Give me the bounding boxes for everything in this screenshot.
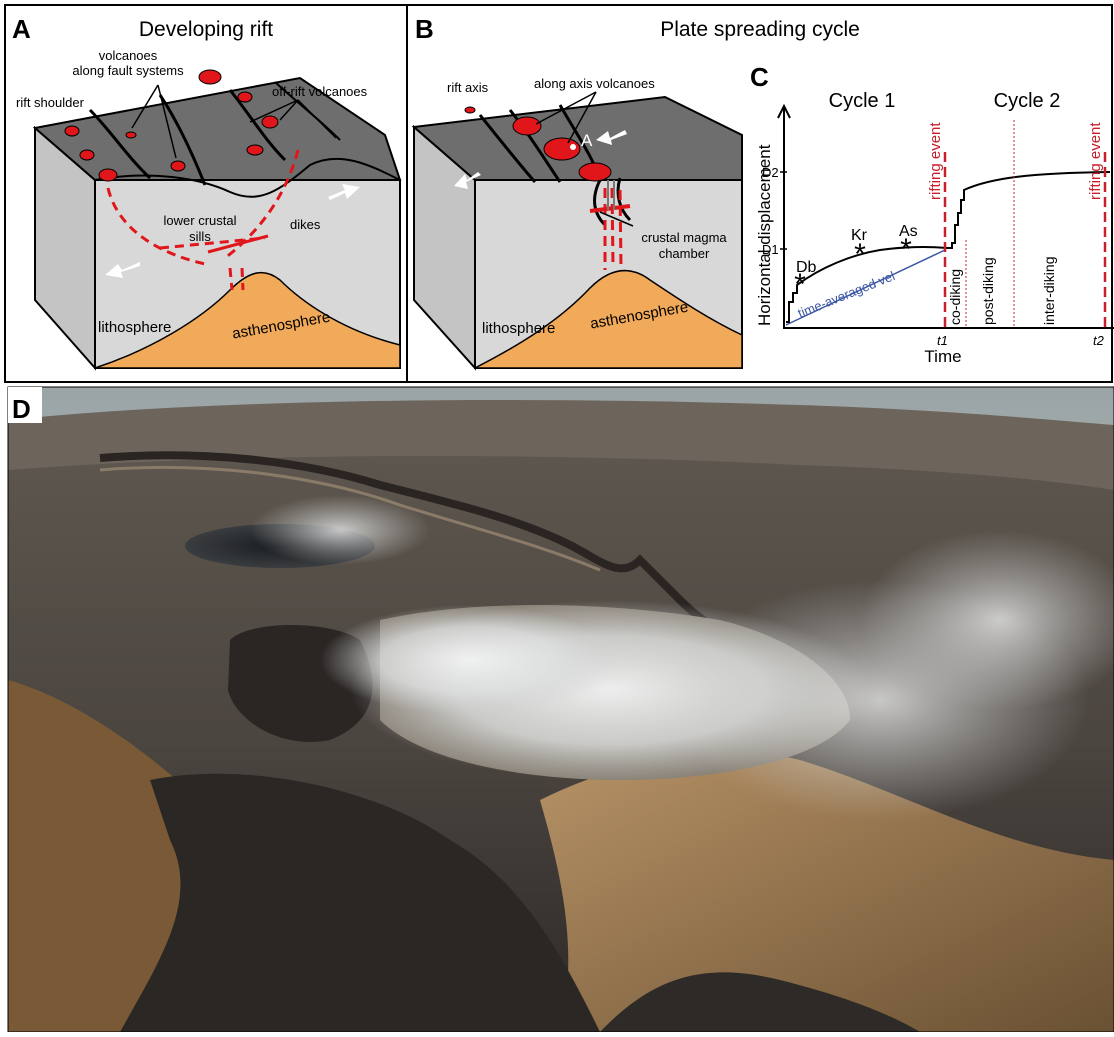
panel-b-rift-axis-label: rift axis — [447, 80, 489, 95]
panel-a-lower-crustal-label: lower crustal — [164, 213, 237, 228]
panel-c-station-as-star: * — [900, 233, 912, 266]
panel-c-station-as: As — [899, 223, 918, 240]
panel-c-d2-label: D2 — [762, 165, 779, 180]
panel-a-volcanoes-label-1: volcanoes — [99, 48, 158, 63]
panel-d-letter: D — [12, 394, 31, 424]
panel-b-block — [411, 91, 743, 371]
panel-b-title: Plate spreading cycle — [660, 18, 860, 41]
panel-b-crustal-magma-label: crustal magma — [641, 230, 727, 245]
panel-b-lithosphere-label: lithosphere — [482, 320, 555, 337]
panel-c-inter-diking: inter-diking — [1041, 257, 1057, 325]
panel-c-cycle1-label: Cycle 1 — [829, 90, 896, 112]
panel-c-t1-label: t1 — [937, 333, 948, 348]
panel-c-post-diking: post-diking — [980, 257, 996, 325]
panel-b-chamber-label: chamber — [659, 246, 710, 261]
panel-b-along-axis-label: along axis volcanoes — [534, 76, 655, 91]
panel-a-rift-shoulder-label: rift shoulder — [16, 95, 85, 110]
panel-a-dikes-label: dikes — [290, 217, 321, 232]
panel-c-station-db: Db — [796, 259, 817, 276]
panel-c-co-diking: co-diking — [947, 269, 963, 325]
panel-a-volcanoes-label-2: along fault systems — [72, 63, 184, 78]
panel-c-y-arrow — [777, 103, 791, 119]
panel-c-station-db-star: * — [794, 268, 806, 301]
panel-c-d1-label: D1 — [762, 242, 779, 257]
panel-a-letter: A — [12, 14, 31, 44]
panel-c-y-ticks — [780, 171, 787, 250]
panel-c-letter: C — [750, 62, 769, 92]
panel-a-sills-label: sills — [189, 229, 211, 244]
panel-c-displacement-curve — [786, 171, 1111, 323]
panel-a-title: Developing rift — [139, 18, 273, 41]
panel-d-letter-box — [8, 387, 42, 423]
panel-c-t2-label: t2 — [1093, 333, 1105, 348]
panel-c-ylabel: Horizontal displacement — [755, 144, 774, 326]
panel-a-lithosphere-label: lithosphere — [98, 319, 171, 336]
panel-a-block — [32, 69, 402, 371]
panel-c-cycle2-label: Cycle 2 — [994, 90, 1061, 112]
panel-c-station-kr-star: * — [854, 238, 866, 271]
panel-a-off-rift-label: off-rift volcanoes — [272, 84, 368, 99]
panel-c-axes — [783, 108, 1114, 329]
panel-c-rifting-event-2: rifting event — [1087, 122, 1104, 200]
panel-b-letter: B — [415, 14, 434, 44]
panel-b-point-a-label: A — [581, 131, 593, 150]
panel-c-station-kr: Kr — [851, 227, 868, 244]
panel-c-rifting-event-1: rifting event — [927, 122, 944, 200]
panel-d-photo — [7, 386, 1114, 1033]
panel-c-xlabel: Time — [924, 347, 961, 366]
panel-c-time-averaged-line — [785, 249, 946, 326]
